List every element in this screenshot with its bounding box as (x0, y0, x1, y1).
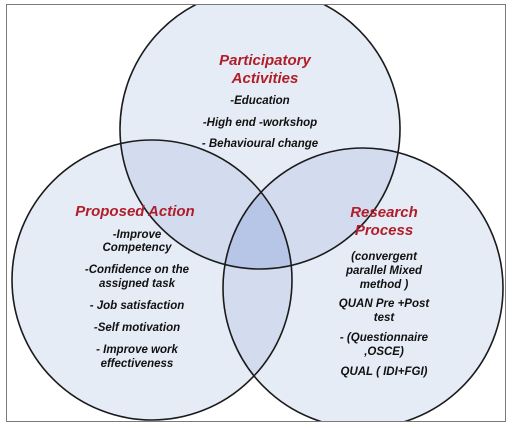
participatory-title-line2: Activities (231, 70, 299, 87)
participatory-item: - Behavioural change (201, 138, 319, 150)
proposed-item: -Self motivation (93, 322, 181, 334)
overlap-participatory-proposed (120, 140, 292, 269)
research-title-line2: Process (354, 222, 414, 239)
research-circle-outline (222, 147, 504, 421)
proposed-item: - Job satisfaction (89, 300, 185, 312)
participatory-item: -High end -workshop (202, 117, 318, 129)
research-title-line1: Research (350, 204, 418, 221)
research-item: test (373, 312, 395, 324)
overlap-participatory-research (223, 148, 400, 269)
participatory-title-line1: Participatory (219, 52, 311, 69)
research-item: ,OSCE) (364, 346, 404, 358)
proposed-item: -Improve (112, 229, 162, 241)
research-item: parallel Mixed (345, 265, 423, 277)
proposed-item: effectiveness (100, 358, 174, 370)
research-item: QUAN Pre +Post (338, 298, 430, 310)
participatory-circle-outline (119, 5, 401, 270)
research-item: QUAL ( IDI+FGI) (340, 366, 428, 378)
participatory-item: -Education (230, 95, 290, 107)
proposed-item: Competency (102, 242, 172, 254)
research-item: method ) (359, 279, 409, 291)
diagram-frame: Participatory Activities -Education -Hig… (6, 4, 506, 422)
proposed-item: assigned task (98, 278, 176, 290)
research-item: - (Questionnaire (339, 332, 429, 344)
proposed-title: Proposed Action (75, 203, 195, 220)
research-item: (convergent (351, 251, 417, 263)
proposed-item: -Confidence on the (84, 264, 190, 276)
proposed-item: - Improve work (96, 344, 178, 356)
proposed-circle-outline (11, 139, 293, 421)
venn-diagram (11, 5, 504, 421)
